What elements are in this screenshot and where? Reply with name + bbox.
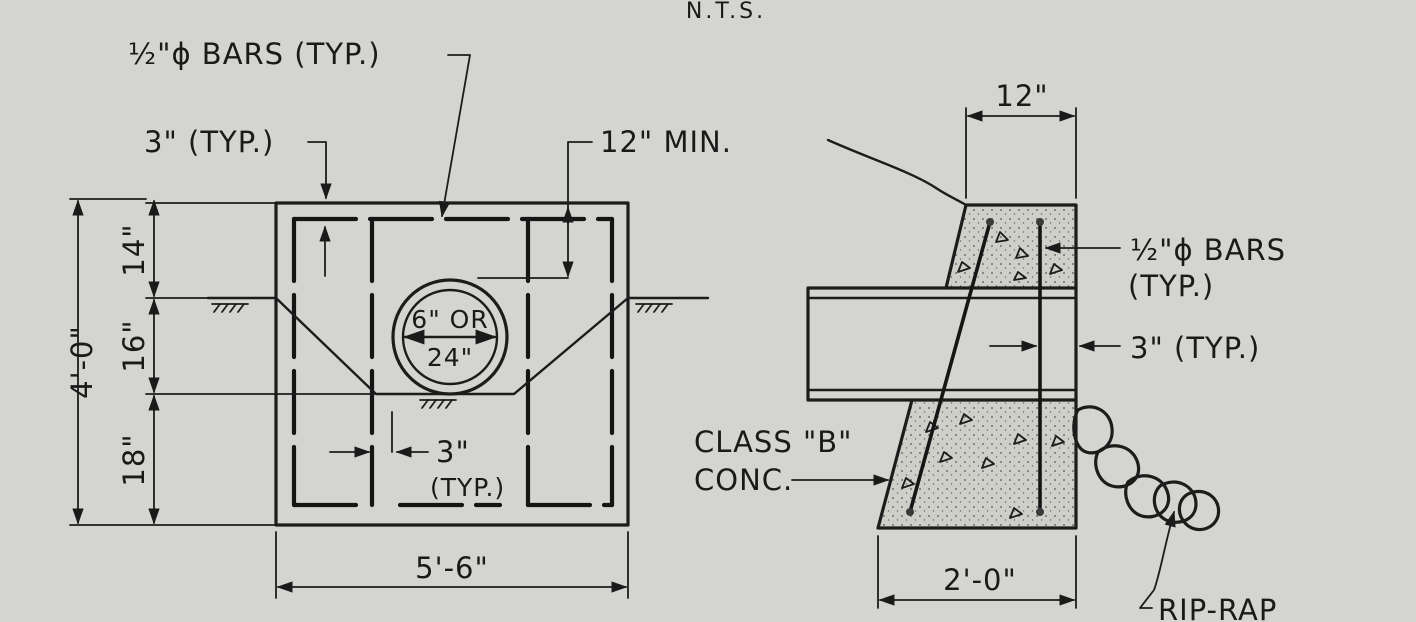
pipe-size-bottom: 24": [427, 343, 473, 372]
pipe-section: [806, 286, 1078, 402]
bars-leader: [438, 54, 471, 218]
dim-bottom-label: 18": [117, 433, 151, 486]
dim-middle-label: 16": [117, 319, 151, 372]
riprap-note: RIP-RAP: [1158, 593, 1277, 622]
pipe-cover-typ: (TYP.): [430, 473, 505, 502]
concrete-line2: CONC.: [694, 463, 793, 497]
footing-outline: [876, 398, 1078, 530]
front-view: 6" OR 24" 4'-0" 14" 16" 18" 5'-6" 12" MI…: [65, 37, 732, 599]
pipe-size-top: 6" OR: [411, 305, 488, 334]
embankment-slope: [826, 138, 968, 207]
section-bars-line1: ½"ϕ BARS: [1130, 233, 1286, 267]
dim-top-label: 14": [117, 223, 151, 276]
dim-width-label: 5'-6": [415, 551, 489, 585]
section-view: 12" ½"ϕ BARS (TYP.) 3" (TYP.) CLASS "B" …: [694, 79, 1286, 622]
dim-height-label: 4'-0": [65, 325, 99, 399]
bars-note: ½"ϕ BARS (TYP.): [128, 37, 381, 71]
min-note: 12" MIN.: [600, 125, 732, 159]
pipe-outer: [391, 278, 509, 396]
cover-top-note: 3" (TYP.): [144, 125, 274, 159]
concrete-line1: CLASS "B": [694, 425, 853, 459]
pipe-cover-value: 3": [436, 435, 470, 469]
earth-hatch-symbols: [211, 303, 673, 409]
section-dim-top: 12": [995, 79, 1048, 113]
cover-top-leader: [307, 141, 332, 200]
headwall-outline: [274, 201, 630, 527]
reinforcing-bars: [291, 216, 615, 508]
min-cover-leader: [562, 141, 593, 278]
section-dim-base: 2'-0": [943, 563, 1017, 597]
scale-note: N.T.S.: [686, 0, 766, 24]
riprap-stones: [1072, 405, 1221, 532]
inclined-bar: [908, 220, 992, 514]
section-bars-line2: (TYP.): [1128, 269, 1214, 303]
upper-wall-outline: [944, 203, 1078, 290]
section-cover-note: 3" (TYP.): [1130, 331, 1260, 365]
